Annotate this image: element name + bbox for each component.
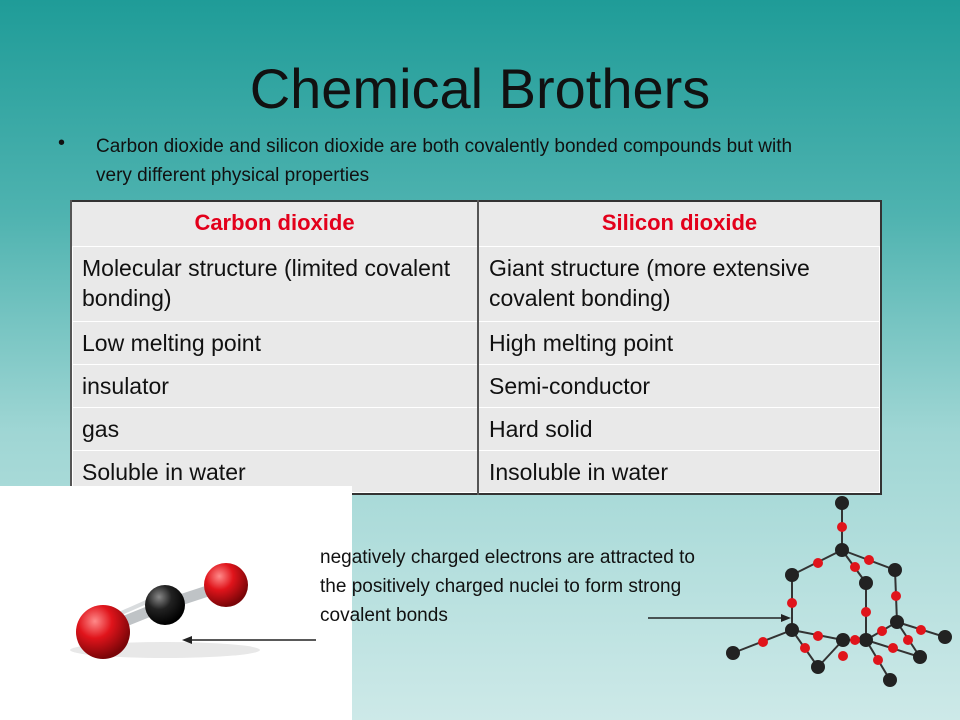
table-cell: Low melting point (70, 321, 479, 365)
header-silicon-dioxide: Silicon dioxide (477, 200, 882, 247)
table-row: Low melting point High melting point (70, 321, 882, 365)
bullet-dot-icon: • (58, 132, 66, 154)
carbon-atom-icon (145, 585, 185, 625)
oxygen-atom-icon (76, 605, 130, 659)
table-cell: insulator (70, 364, 479, 408)
table-cell: gas (70, 407, 479, 451)
table-header-row: Carbon dioxide Silicon dioxide (70, 200, 882, 247)
comparison-table: Carbon dioxide Silicon dioxide Molecular… (70, 200, 882, 495)
arrow-to-sio2-icon (648, 614, 791, 622)
sio2-lattice-icon (726, 496, 952, 687)
table-cell: Molecular structure (limited covalent bo… (70, 246, 479, 322)
co2-molecule-icon (70, 563, 260, 659)
slide-title: Chemical Brothers (249, 57, 711, 120)
table-row: insulator Semi-conductor (70, 364, 882, 408)
table-cell: Insoluble in water (477, 450, 882, 495)
table-row: Molecular structure (limited covalent bo… (70, 246, 882, 322)
header-carbon-dioxide: Carbon dioxide (70, 200, 479, 247)
table-row: gas Hard solid (70, 407, 882, 451)
oxygen-atom-icon (204, 563, 248, 607)
callout-text: negatively charged electrons are attract… (320, 547, 695, 626)
table-cell: Semi-conductor (477, 364, 882, 408)
arrow-to-co2-icon (182, 636, 316, 644)
table-cell: Hard solid (477, 407, 882, 451)
table-cell: Giant structure (more extensive covalent… (477, 246, 882, 322)
table-row: Soluble in water Insoluble in water (70, 450, 882, 495)
bullet-text: Carbon dioxide and silicon dioxide are b… (96, 136, 793, 186)
